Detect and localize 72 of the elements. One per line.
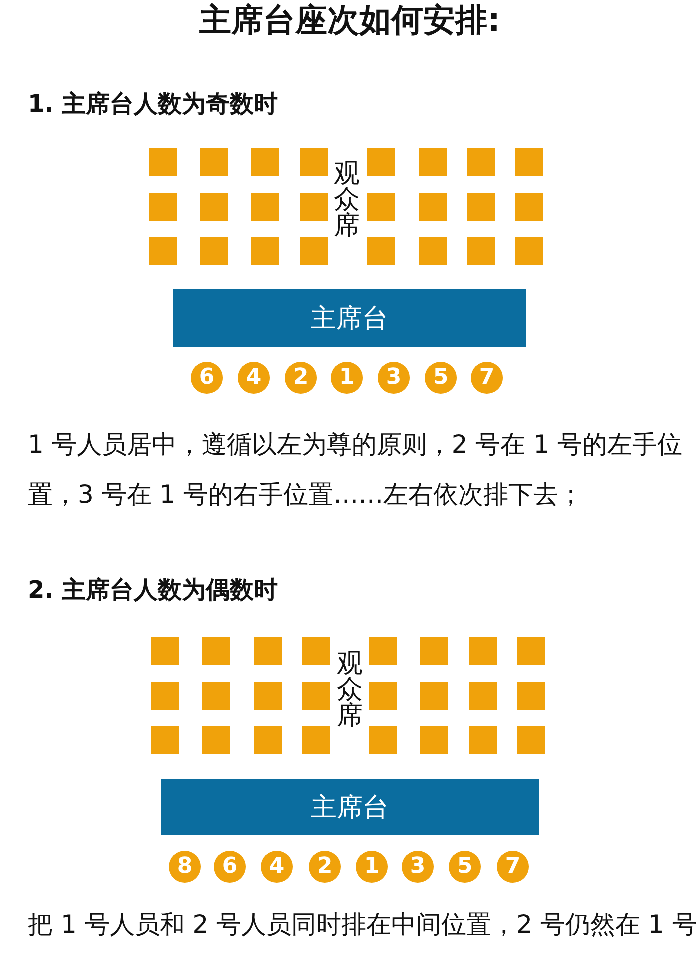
paragraph: 1 号人员居中，遵循以左为尊的原则，2 号在 1 号的左手位置，3 号在 1 号的右手位置……左右依次排下去；	[28, 429, 684, 511]
seat-square	[202, 726, 230, 754]
seat-square	[367, 193, 395, 221]
seat-square	[151, 726, 179, 754]
number-circle: 2	[309, 851, 341, 883]
number-circle: 1	[331, 362, 363, 394]
number-circle: 4	[261, 851, 293, 883]
head-table-bar: 主席台	[161, 779, 539, 835]
seat-square	[420, 682, 448, 710]
area-label: 观众席	[334, 161, 360, 239]
seat-square	[200, 148, 228, 176]
seat-square	[469, 682, 497, 710]
number-circle: 6	[214, 851, 246, 883]
paragraph: 把 1 号人员和 2 号人员同时排在中间位置，2 号仍然在 1 号	[28, 909, 698, 941]
seat-square	[467, 148, 495, 176]
number-circle: 4	[238, 362, 270, 394]
seat-square	[251, 237, 279, 265]
number-circle: 1	[356, 851, 388, 883]
seat-square	[369, 637, 397, 665]
seat-square	[200, 193, 228, 221]
seat-square	[517, 682, 545, 710]
seat-square	[419, 237, 447, 265]
section-heading: 2. 主席台人数为偶数时	[28, 575, 278, 606]
seat-square	[251, 193, 279, 221]
page-title: 主席台座次如何安排:	[198, 0, 502, 40]
seat-square	[515, 148, 543, 176]
seat-square	[467, 193, 495, 221]
seat-square	[254, 682, 282, 710]
seat-square	[467, 237, 495, 265]
seat-square	[367, 237, 395, 265]
number-circle: 7	[471, 362, 503, 394]
seat-square	[254, 637, 282, 665]
seat-square	[420, 637, 448, 665]
seat-square	[202, 637, 230, 665]
number-circle: 3	[402, 851, 434, 883]
seat-square	[517, 726, 545, 754]
number-circle: 7	[497, 851, 529, 883]
seat-square	[419, 148, 447, 176]
seat-square	[302, 682, 330, 710]
seat-square	[202, 682, 230, 710]
seat-square	[149, 148, 177, 176]
seat-square	[151, 637, 179, 665]
seat-square	[302, 637, 330, 665]
seat-square	[517, 637, 545, 665]
seat-square	[419, 193, 447, 221]
seat-square	[151, 682, 179, 710]
seat-square	[149, 237, 177, 265]
seat-square	[300, 148, 328, 176]
area-label: 观众席	[337, 651, 363, 729]
head-table-bar: 主席台	[173, 289, 526, 347]
seat-square	[302, 726, 330, 754]
number-circle: 8	[169, 851, 201, 883]
number-circle: 3	[378, 362, 410, 394]
number-circle: 2	[285, 362, 317, 394]
seat-square	[369, 682, 397, 710]
seat-square	[251, 148, 279, 176]
number-circle: 5	[449, 851, 481, 883]
seat-square	[254, 726, 282, 754]
seat-square	[300, 193, 328, 221]
seat-square	[515, 193, 543, 221]
seat-square	[300, 237, 328, 265]
seat-square	[369, 726, 397, 754]
number-circle: 5	[425, 362, 457, 394]
seat-square	[420, 726, 448, 754]
seat-square	[149, 193, 177, 221]
seat-square	[200, 237, 228, 265]
number-circle: 6	[191, 362, 223, 394]
section-heading: 1. 主席台人数为奇数时	[28, 89, 278, 120]
seat-square	[367, 148, 395, 176]
seat-square	[469, 637, 497, 665]
seat-square	[515, 237, 543, 265]
seat-square	[469, 726, 497, 754]
